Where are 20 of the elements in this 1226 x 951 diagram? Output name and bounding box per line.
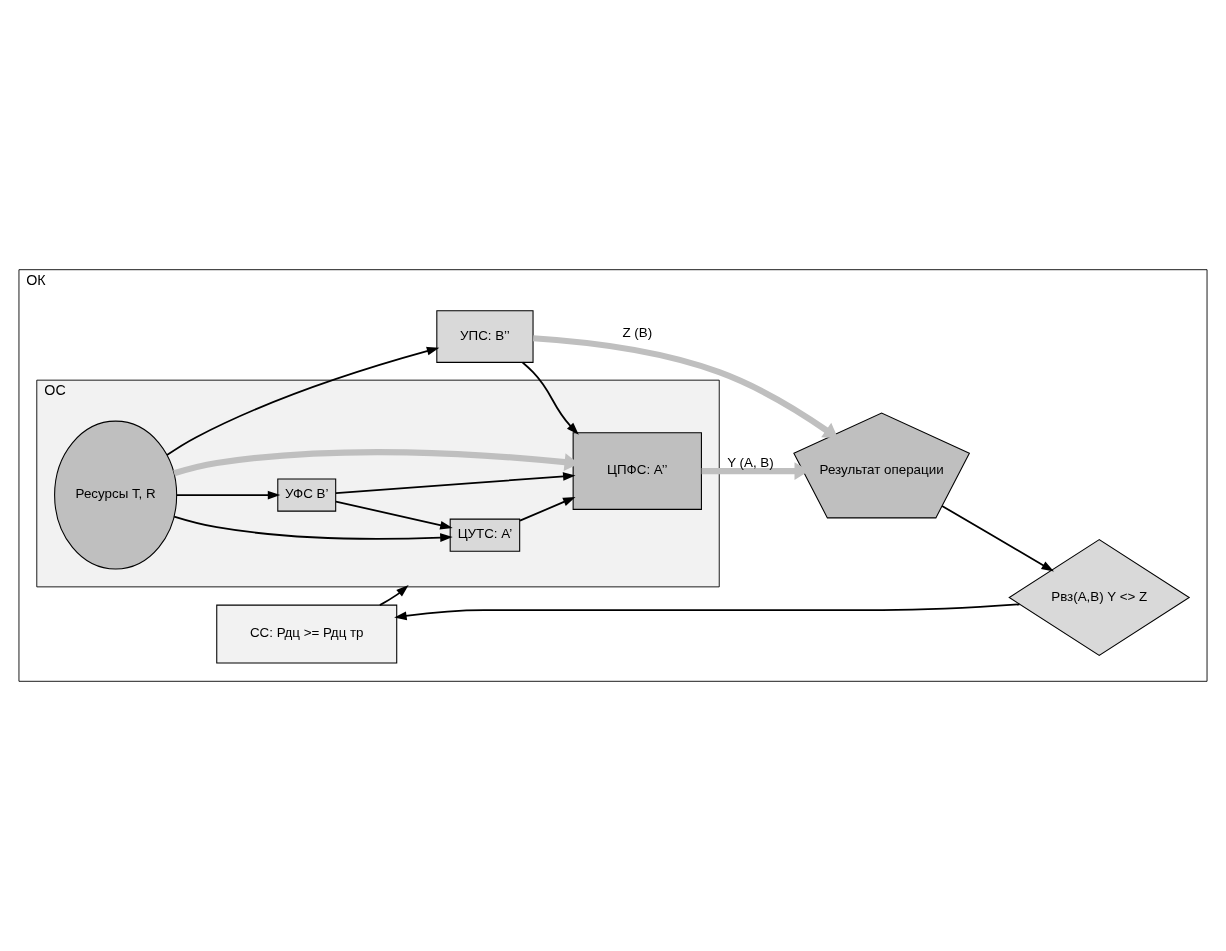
node-box: УПС: B’’ bbox=[436, 310, 534, 363]
arrow bbox=[335, 472, 576, 494]
node-box: УФС B’ bbox=[277, 478, 337, 512]
node-ellipse: Ресурсы T, R bbox=[54, 420, 178, 570]
arrow bbox=[521, 361, 579, 435]
arrow bbox=[533, 335, 839, 439]
arrow bbox=[175, 490, 281, 500]
edge-label: Y (A, B) bbox=[727, 454, 774, 470]
arrow bbox=[394, 603, 1021, 621]
node-diamond: Рвз(A,B) Y <> Z bbox=[1008, 539, 1191, 657]
arrow bbox=[166, 346, 440, 456]
arrow bbox=[173, 515, 453, 542]
arrow bbox=[379, 585, 409, 606]
arrow bbox=[941, 505, 1054, 572]
node-box: ЦПФС: A’’ bbox=[572, 432, 702, 510]
node-box: СС: Рдц >= Рдц тр bbox=[216, 604, 398, 664]
arrow bbox=[335, 500, 453, 530]
arrow bbox=[519, 497, 576, 522]
edge-label: Z (B) bbox=[622, 325, 653, 341]
node-box: ЦУТС: A’ bbox=[449, 518, 521, 552]
